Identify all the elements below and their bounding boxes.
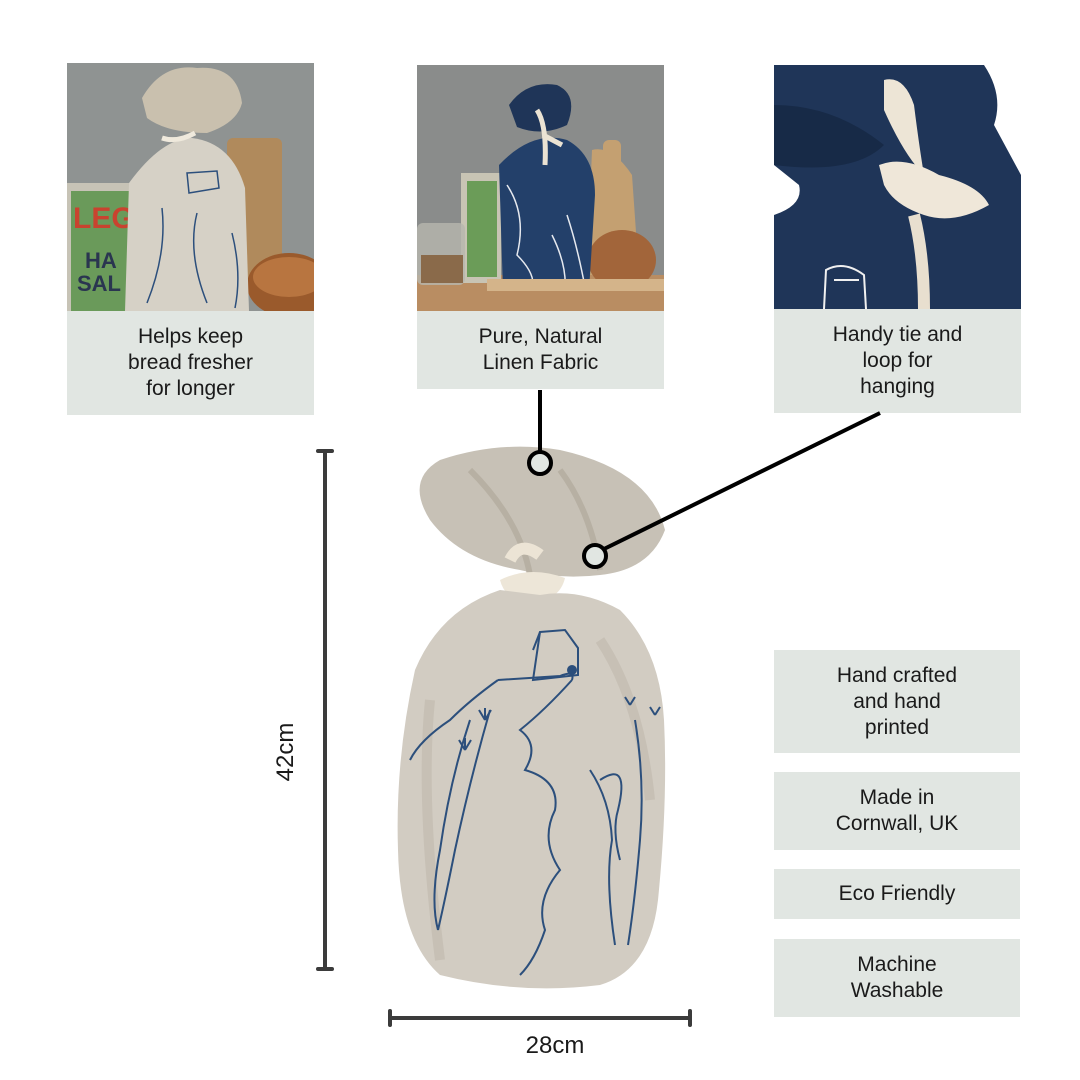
feature-eco-friendly: Eco Friendly [774, 869, 1020, 919]
caption-line: for longer [146, 377, 235, 400]
callout-line-linen [527, 390, 553, 476]
caption-line: Handy tie and [832, 323, 963, 346]
feature-line: Cornwall, UK [835, 812, 959, 835]
caption-linen: Pure, Natural Linen Fabric [417, 311, 664, 389]
caption-fresher: Helps keep bread fresher for longer [67, 311, 314, 415]
feature-made-in-cornwall: Made in Cornwall, UK [774, 772, 1020, 850]
feature-line: and hand [853, 689, 941, 713]
height-ruler [316, 449, 334, 971]
main-bag-image [397, 446, 666, 989]
svg-text:SAL: SAL [77, 271, 121, 296]
feature-line: Washable [850, 979, 944, 1002]
navy-bag-photo [417, 65, 664, 311]
callout-line-tie [582, 411, 881, 569]
feature-line: Machine [857, 953, 937, 976]
caption-line: bread fresher [128, 351, 253, 374]
natural-bag-photo: LEG HA SAL [67, 63, 314, 311]
feature-card-fresher: LEG HA SAL Helps keep bread fresher for … [67, 63, 314, 415]
tie-closeup-photo [774, 65, 1021, 309]
height-label: 42cm [272, 722, 299, 782]
feature-machine-washable: Machine Washable [774, 939, 1020, 1017]
width-label: 28cm [525, 1032, 585, 1059]
caption-tie: Handy tie and loop for hanging [774, 309, 1021, 413]
feature-line: Hand crafted [836, 663, 958, 687]
feature-line: printed [864, 715, 930, 739]
feature-line: Eco Friendly [838, 882, 956, 905]
width-ruler [388, 1009, 692, 1027]
feature-card-linen: Pure, Natural Linen Fabric [417, 65, 664, 389]
feature-handcrafted: Hand crafted and hand printed [774, 650, 1020, 753]
svg-text:HA: HA [85, 248, 117, 273]
caption-line: Linen Fabric [482, 351, 599, 374]
caption-line: Helps keep [137, 325, 244, 348]
caption-line: loop for [862, 349, 933, 372]
feature-card-tie: Handy tie and loop for hanging [774, 65, 1021, 413]
caption-line: Pure, Natural [478, 325, 603, 348]
feature-line: Made in [859, 786, 935, 809]
caption-line: hanging [860, 375, 935, 398]
svg-text:LEG: LEG [73, 202, 135, 235]
